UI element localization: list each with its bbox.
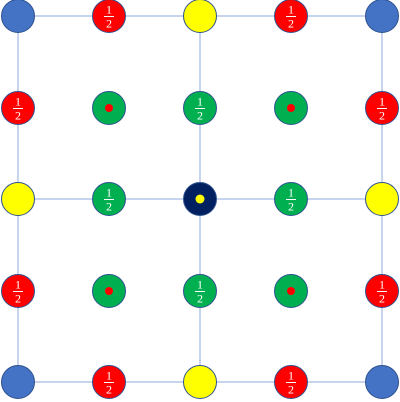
fraction-numerator: 1 [106,3,112,17]
fraction-numerator: 1 [15,95,21,109]
node-red-half: 12 [92,365,126,399]
center-dot [105,287,113,295]
node-yellow [183,0,217,33]
node-navy-dot [183,182,217,216]
node-blue [1,365,35,399]
node-red-half: 12 [1,274,35,308]
fraction-denominator: 2 [106,383,112,397]
node-circle [1,365,35,399]
node-blue [365,0,399,33]
node-circle [1,182,35,216]
fraction-denominator: 2 [15,109,21,123]
fraction-denominator: 2 [379,109,385,123]
node-circle [365,0,399,33]
fraction-numerator: 1 [106,369,112,383]
node-red-half: 12 [365,91,399,125]
node-green-dot [274,274,308,308]
node-green-dot [92,91,126,125]
fraction-numerator: 1 [379,95,385,109]
fraction-denominator: 2 [197,109,203,123]
center-dot [287,104,295,112]
node-green-half: 12 [183,274,217,308]
node-yellow [365,182,399,216]
node-circle [365,365,399,399]
node-blue [1,0,35,33]
center-dot [287,287,295,295]
fraction-denominator: 2 [106,200,112,214]
fraction-numerator: 1 [106,186,112,200]
fraction-numerator: 1 [197,278,203,292]
fraction-numerator: 1 [15,278,21,292]
node-green-dot [274,91,308,125]
fraction-denominator: 2 [288,383,294,397]
node-circle [365,182,399,216]
node-green-half: 12 [183,91,217,125]
fraction-denominator: 2 [288,200,294,214]
center-dot [105,104,113,112]
fraction-numerator: 1 [288,369,294,383]
node-circle [183,0,217,33]
center-dot [195,194,205,204]
node-green-half: 12 [92,182,126,216]
fraction-denominator: 2 [288,17,294,31]
fraction-denominator: 2 [15,292,21,306]
node-blue [365,365,399,399]
fraction-numerator: 1 [379,278,385,292]
node-red-half: 12 [1,91,35,125]
fraction-numerator: 1 [288,186,294,200]
node-yellow [183,365,217,399]
fraction-numerator: 1 [197,95,203,109]
node-green-dot [92,274,126,308]
node-red-half: 12 [365,274,399,308]
node-red-half: 12 [274,0,308,33]
node-green-half: 12 [274,182,308,216]
node-yellow [1,182,35,216]
fraction-numerator: 1 [288,3,294,17]
fraction-denominator: 2 [106,17,112,31]
node-red-half: 12 [92,0,126,33]
fraction-denominator: 2 [197,292,203,306]
node-circle [1,0,35,33]
node-red-half: 12 [274,365,308,399]
node-circle [183,365,217,399]
fraction-denominator: 2 [379,292,385,306]
